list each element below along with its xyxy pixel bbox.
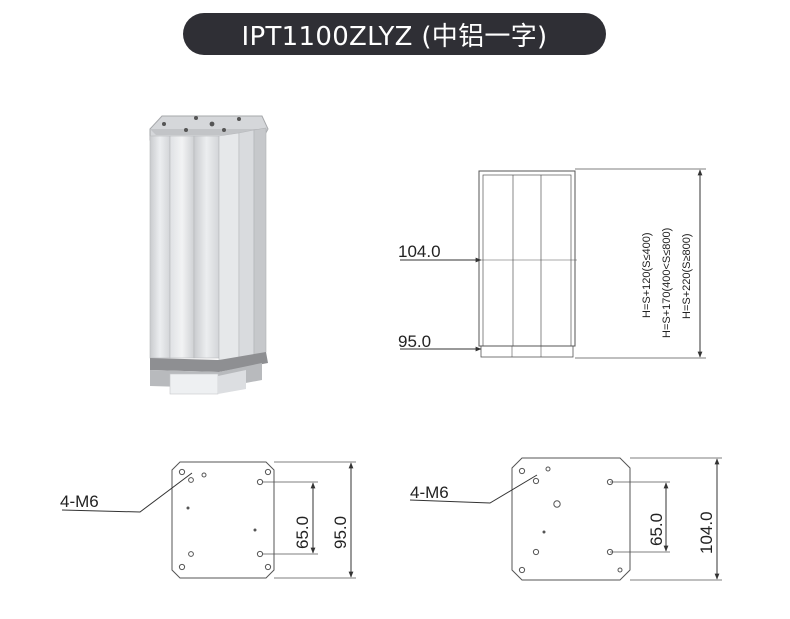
bolt-hole (178, 468, 186, 476)
product-title: IPT1100ZLYZ (中铝一字) (183, 13, 606, 55)
bolt-hole (264, 468, 272, 476)
height-formula-1: H=S+120(S≤400) (641, 232, 653, 318)
plate-outline-left (171, 461, 275, 579)
base-plate-left (61, 461, 356, 579)
mount-hole (532, 548, 540, 556)
right-dim-inner: 65.0 (647, 513, 666, 546)
height-formula-2: H=S+170(400<S≤800) (661, 228, 673, 338)
front-elevation (400, 168, 706, 359)
mount-hole (545, 466, 551, 472)
base-plate-right (409, 457, 722, 581)
front-dim-upper: 104.0 (398, 242, 441, 261)
mount-hole (256, 478, 264, 486)
left-dim-inner: 65.0 (293, 516, 312, 549)
hole-spec-left: 4-M6 (60, 492, 99, 511)
center-hole (553, 500, 561, 508)
hole-spec-right: 4-M6 (410, 483, 449, 502)
bolt-hole (178, 563, 186, 571)
mount-hole (256, 550, 264, 558)
front-dim-lower: 95.0 (398, 332, 431, 351)
bolt-hole (518, 467, 526, 475)
right-dim-outer: 104.0 (697, 511, 716, 554)
plate-outline-right (511, 457, 631, 581)
bolt-hole (264, 563, 272, 571)
height-formula-3: H=S+220(S≥800) (681, 233, 693, 319)
elevation-body (478, 170, 576, 347)
mount-hole (532, 477, 540, 485)
mount-hole (201, 472, 207, 478)
bolt-hole (617, 567, 623, 573)
bolt-hole (518, 566, 526, 574)
left-dim-outer: 95.0 (331, 516, 350, 549)
mount-hole (188, 551, 194, 557)
column-3d-illustration (149, 115, 269, 395)
mount-hole (188, 477, 194, 483)
